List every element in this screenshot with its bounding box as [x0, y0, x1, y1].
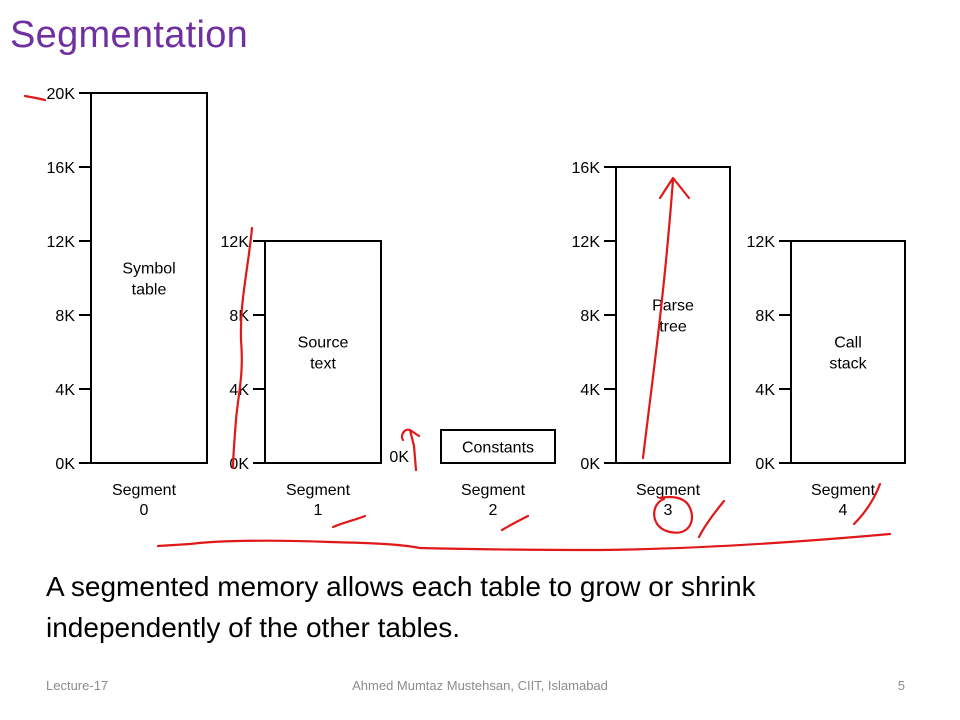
- segment-3-tick-label: 0K: [580, 456, 600, 473]
- segment-3-label: tree: [659, 319, 687, 336]
- segment-0-tick-label: 8K: [55, 308, 75, 325]
- segment-0-tick-label: 12K: [47, 234, 76, 251]
- segment-1-tick-label: 0K: [229, 456, 249, 473]
- segment-3-caption: Segment: [636, 482, 701, 499]
- segment-3-label: Parse: [652, 298, 694, 315]
- footer-author: Ahmed Mumtaz Mustehsan, CIIT, Islamabad: [352, 678, 608, 693]
- segment-1-number: 1: [314, 502, 323, 519]
- segment-4-label: stack: [829, 356, 867, 373]
- segment-4-box: [790, 240, 906, 464]
- slide-body-text: A segmented memory allows each table to …: [46, 571, 756, 643]
- segment-0-number: 0: [140, 502, 149, 519]
- segments-layer: 0K4K8K12K16K20KSymboltableSegment00K4K8K…: [47, 86, 906, 519]
- segment-4-label: Call: [834, 335, 862, 352]
- segment-3-tick-label: 16K: [572, 160, 601, 177]
- segment-0-tick-label: 0K: [55, 456, 75, 473]
- segment-2-tick-label: 0K: [389, 449, 409, 466]
- red-ink-annotations: [23, 94, 892, 552]
- segment-0-caption: Segment: [112, 482, 177, 499]
- segment-0-box: [90, 92, 208, 464]
- footer-lecture: Lecture-17: [46, 678, 109, 693]
- segment-1-box: [264, 240, 382, 464]
- segmentation-diagram: 0K4K8K12K16K20KSymboltableSegment00K4K8K…: [23, 86, 906, 552]
- segment-3-box: [615, 166, 731, 464]
- segment-1-label: Source: [298, 335, 349, 352]
- segment-4-tick-label: 8K: [755, 308, 775, 325]
- segment-2-label: Constants: [462, 440, 534, 457]
- ink-underline-segments: [156, 532, 892, 552]
- ink-arrow-segment-2: [400, 428, 421, 472]
- segment-4-caption: Segment: [811, 482, 876, 499]
- segment-2-caption: Segment: [461, 482, 526, 499]
- footer-page-number: 5: [897, 678, 905, 693]
- segment-3-number: 3: [664, 502, 673, 519]
- segment-0-label: table: [132, 282, 167, 299]
- ink-arrow-segment-1: [231, 226, 254, 470]
- segment-3-tick-label: 8K: [580, 308, 600, 325]
- segment-4-number: 4: [839, 502, 848, 519]
- segment-3-tick-label: 4K: [580, 382, 600, 399]
- slide-title: Segmentation: [10, 14, 249, 56]
- ink-mark-top-left: [23, 94, 47, 102]
- segment-0-label: Symbol: [122, 261, 175, 278]
- segment-0-tick-label: 4K: [55, 382, 75, 399]
- segment-3-tick-label: 12K: [572, 234, 601, 251]
- segment-4-tick-label: 12K: [747, 234, 776, 251]
- ink-arrow-segment-3: [641, 176, 691, 460]
- segment-1-tick-label: 12K: [221, 234, 250, 251]
- ink-tick-segment-3: [697, 499, 726, 539]
- ink-tick-segment-2: [500, 514, 530, 532]
- segment-2-number: 2: [489, 502, 498, 519]
- segment-1-label: text: [310, 356, 336, 373]
- ink-tick-segment-4: [852, 482, 882, 526]
- segment-4-tick-label: 0K: [755, 456, 775, 473]
- ink-tick-segment-1: [331, 514, 367, 529]
- ink-circle-segment-3: [653, 495, 694, 534]
- segment-1-caption: Segment: [286, 482, 351, 499]
- segment-1-tick-label: 8K: [229, 308, 249, 325]
- segment-0-tick-label: 20K: [47, 86, 76, 103]
- segment-4-tick-label: 4K: [755, 382, 775, 399]
- segment-0-tick-label: 16K: [47, 160, 76, 177]
- segment-2-box: [440, 429, 556, 464]
